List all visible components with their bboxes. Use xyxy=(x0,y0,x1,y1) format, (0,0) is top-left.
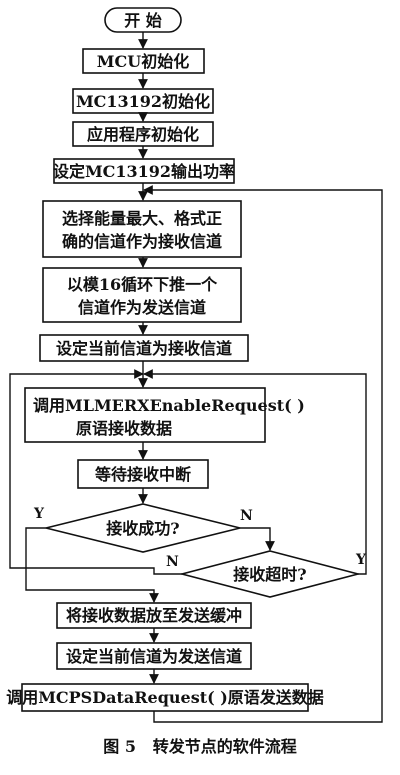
select-rx-line1: 选择能量最大、格式正 xyxy=(62,209,222,228)
rx-success-label: 接收成功? xyxy=(106,519,179,538)
mc13192-init-box: MC13192初始化 xyxy=(72,88,214,114)
mc13192-init-label: MC13192初始化 xyxy=(76,92,210,111)
call-rx-box: 调用MLMERXEnableRequest( ) 原语接收数据 xyxy=(24,387,305,443)
set-current-rx-box: 设定当前信道为接收信道 xyxy=(39,334,249,362)
start-terminal: 开 始 xyxy=(104,7,182,33)
mcu-init-box: MCU初始化 xyxy=(82,48,205,74)
wait-rx-box: 等待接收中断 xyxy=(77,459,209,489)
app-init-label: 应用程序初始化 xyxy=(87,125,199,144)
put-buffer-box: 将接收数据放至发送缓冲 xyxy=(56,602,252,629)
loop-timeout-yes-setrx xyxy=(143,369,367,575)
figure-caption: 图 5 转发节点的软件流程 xyxy=(103,737,296,756)
loop-tx-to-select xyxy=(143,185,383,723)
loop-timeout-no-callrx xyxy=(9,369,182,575)
set-power-box: 设定MC13192输出功率 xyxy=(53,158,235,184)
call-rx-line1: 调用MLMERXEnableRequest( ) xyxy=(33,396,305,415)
set-current-tx-box: 设定当前信道为发送信道 xyxy=(56,642,252,670)
mod16-line1: 以模16循环下推一个 xyxy=(67,275,218,294)
set-current-tx-label: 设定当前信道为发送信道 xyxy=(66,647,242,666)
mcu-init-label: MCU初始化 xyxy=(97,52,189,71)
set-current-rx-label: 设定当前信道为接收信道 xyxy=(56,339,232,358)
rx-success-diamond: 接收成功? xyxy=(45,503,241,553)
set-power-label: 设定MC13192输出功率 xyxy=(53,162,235,181)
label-success-no: N xyxy=(240,508,253,524)
wait-rx-label: 等待接收中断 xyxy=(94,465,191,484)
arrow-success-yes-buffer xyxy=(25,527,159,603)
select-rx-line2: 确的信道作为接收信道 xyxy=(62,232,222,251)
arrow-success-no-timeout xyxy=(240,527,275,551)
label-timeout-yes: Y xyxy=(355,552,367,568)
call-rx-line2: 原语接收数据 xyxy=(76,419,172,438)
call-tx-box: 调用MCPSDataRequest( )原语发送数据 xyxy=(6,683,324,712)
call-tx-label: 调用MCPSDataRequest( )原语发送数据 xyxy=(6,688,324,707)
select-rx-channel-box: 选择能量最大、格式正 确的信道作为接收信道 xyxy=(42,200,242,258)
app-init-box: 应用程序初始化 xyxy=(72,121,214,147)
put-buffer-label: 将接收数据放至发送缓冲 xyxy=(66,606,242,625)
rx-timeout-diamond: 接收超时? xyxy=(178,550,362,598)
mod16-box: 以模16循环下推一个 信道作为发送信道 xyxy=(42,267,242,323)
start-label: 开 始 xyxy=(124,11,162,30)
label-success-yes: Y xyxy=(33,506,45,522)
rx-timeout-label: 接收超时? xyxy=(233,565,306,584)
mod16-line2: 信道作为发送信道 xyxy=(78,298,206,317)
label-timeout-no: N xyxy=(166,554,179,570)
